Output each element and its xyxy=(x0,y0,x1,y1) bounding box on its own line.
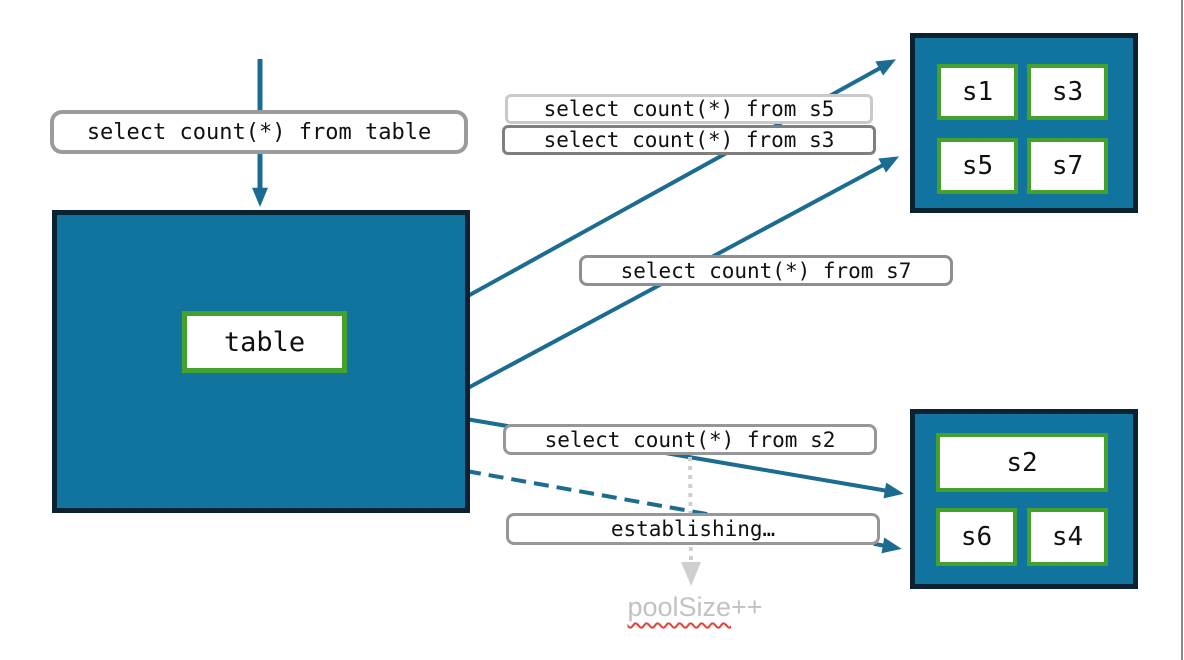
table-cell-label: table xyxy=(223,326,306,358)
label-query-from-s2-text: select count(*) from s2 xyxy=(544,427,836,452)
slide-right-edge-line xyxy=(1181,0,1183,660)
label-query-from-s3: select count(*) from s3 xyxy=(502,125,876,155)
table-node-box: table xyxy=(52,210,470,513)
shard-group-top: s1 s3 s5 s7 xyxy=(910,33,1138,213)
shard-cell-s5-label: s5 xyxy=(961,151,994,181)
shard-cell-s6-label: s6 xyxy=(960,522,993,552)
label-query-from-s2: select count(*) from s2 xyxy=(503,424,877,455)
table-cell: table xyxy=(182,311,347,373)
shard-cell-s7: s7 xyxy=(1027,138,1108,194)
arrow-dotted-to-poolsize xyxy=(680,456,701,586)
shard-cell-s4-label: s4 xyxy=(1051,522,1084,552)
shard-cell-s6: s6 xyxy=(936,508,1017,566)
label-query-from-s7: select count(*) from s7 xyxy=(579,255,953,286)
shard-cell-s1: s1 xyxy=(937,64,1018,120)
shard-cell-s5: s5 xyxy=(937,138,1018,194)
label-query-from-s7-text: select count(*) from s7 xyxy=(620,258,912,283)
shard-cell-s3: s3 xyxy=(1027,64,1108,120)
label-query-from-table-text: select count(*) from table xyxy=(86,119,432,145)
shard-cell-s1-label: s1 xyxy=(961,77,994,107)
poolsize-suffix: ++ xyxy=(731,592,763,622)
label-establishing-text: establishing… xyxy=(610,517,776,541)
label-query-from-table: select count(*) from table xyxy=(50,110,468,154)
shard-cell-s4: s4 xyxy=(1027,508,1108,566)
shard-group-bottom: s2 s6 s4 xyxy=(910,409,1138,589)
shard-cell-s2-label: s2 xyxy=(1006,447,1038,478)
label-query-from-s3-text: select count(*) from s3 xyxy=(543,128,835,152)
shard-cell-s7-label: s7 xyxy=(1051,151,1084,181)
label-query-from-s5: select count(*) from s5 xyxy=(505,94,873,124)
poolsize-word: poolSize xyxy=(627,592,732,622)
label-query-from-s5-text: select count(*) from s5 xyxy=(543,97,835,121)
shard-cell-s3-label: s3 xyxy=(1051,77,1084,107)
shard-cell-s2: s2 xyxy=(936,433,1108,492)
poolsize-annotation: poolSize++ xyxy=(595,592,795,623)
label-establishing: establishing… xyxy=(506,513,880,545)
